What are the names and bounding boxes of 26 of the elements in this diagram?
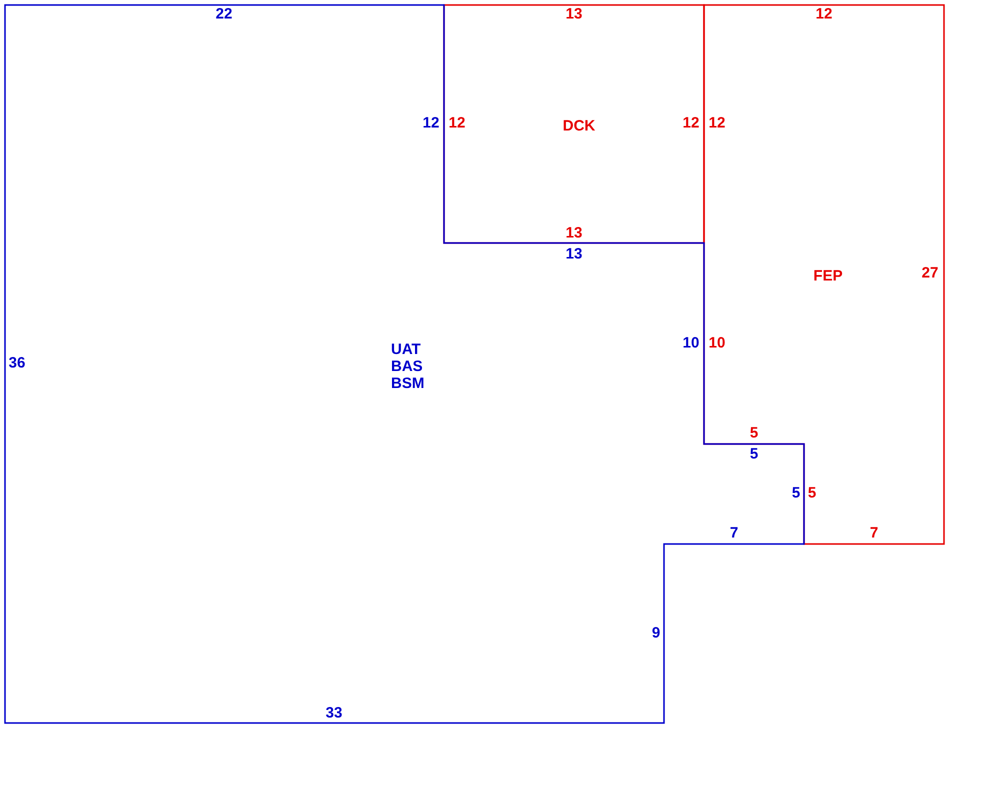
room-code: BSM (391, 375, 424, 392)
room-code: BAS (391, 358, 423, 375)
wall-length: 5 (750, 446, 758, 462)
wall-length: 10 (708, 336, 726, 350)
wall-length: 7 (730, 526, 738, 540)
room-code: FEP (813, 268, 843, 284)
wall-length: 12 (422, 116, 440, 130)
wall-length: 12 (448, 116, 466, 130)
wall-length: 13 (566, 226, 582, 240)
wall-length: 13 (566, 246, 582, 262)
wall-length: 7 (870, 526, 878, 540)
wall-length: 13 (566, 6, 582, 22)
wall-length: 27 (922, 266, 938, 280)
room-code: DCK (562, 118, 596, 134)
wall-length: 10 (682, 336, 700, 350)
wall-length: 12 (682, 116, 700, 130)
wall-length: 5 (792, 486, 800, 500)
wall-length: 36 (8, 356, 26, 370)
room-code: UAT (391, 341, 421, 358)
wall-length: 5 (750, 426, 758, 440)
wall-length: 5 (808, 486, 816, 500)
wall-length: 22 (216, 6, 232, 22)
wall-length: 33 (326, 706, 342, 720)
wall-length: 12 (708, 116, 726, 130)
wall-length: 9 (652, 626, 660, 640)
wall-length: 12 (816, 6, 832, 22)
